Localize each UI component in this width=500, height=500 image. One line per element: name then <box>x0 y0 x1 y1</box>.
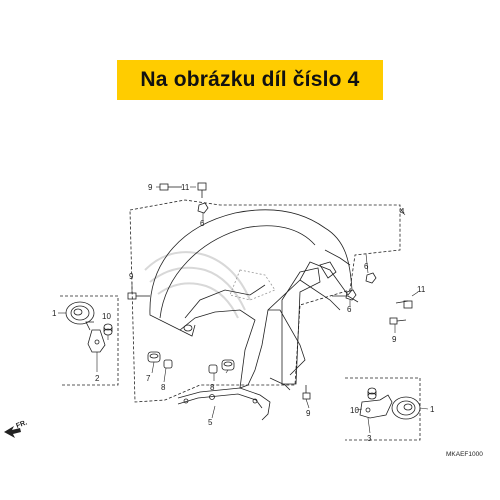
banner-text: Na obrázku díl číslo 4 <box>140 68 360 91</box>
collar-10-left <box>103 323 113 336</box>
collar-10-right <box>367 387 377 400</box>
direction-label: FR. <box>15 419 28 429</box>
callout-6-right: 6 <box>364 262 369 271</box>
right-reflector-bracket <box>359 394 393 419</box>
bolt-9-top <box>159 183 182 191</box>
callout-8-left: 8 <box>161 383 166 392</box>
assembly-outline <box>129 199 401 403</box>
front-fender <box>149 209 359 389</box>
nut-6-mid <box>345 289 357 301</box>
callout-10-left: 10 <box>102 312 111 321</box>
callout-1-right: 1 <box>430 405 435 414</box>
callout-5: 5 <box>208 418 213 427</box>
callout-2: 2 <box>95 374 100 383</box>
right-reflector <box>391 396 421 420</box>
honda-wing-watermark <box>144 251 251 319</box>
callout-10-right: 10 <box>350 406 359 415</box>
diagram-code: MKAEF1000 <box>446 451 483 458</box>
callout-11-top: 11 <box>181 183 190 192</box>
callout-11-right: 11 <box>417 285 426 294</box>
left-reflector <box>65 301 95 325</box>
collar-8-right <box>208 364 218 374</box>
callout-3: 3 <box>367 434 372 443</box>
callout-1-left: 1 <box>52 309 57 318</box>
fender-stay <box>177 267 321 421</box>
callout-9-bottom: 9 <box>306 409 311 418</box>
left-bracket-outline <box>60 295 119 386</box>
callout-9-left: 9 <box>129 272 134 281</box>
nut-6-right <box>365 272 377 284</box>
bolt-9-left <box>127 292 150 300</box>
grommet-7-left <box>147 351 161 363</box>
collar-8-left <box>163 359 173 369</box>
front-direction-indicator: FR. <box>4 419 28 438</box>
bolt-9-bottom <box>302 385 311 400</box>
callout-4: 4 <box>400 207 405 216</box>
left-reflector-bracket <box>85 321 106 353</box>
leader-lines <box>58 186 429 434</box>
bolt-9-right <box>389 317 407 325</box>
callout-8-right: 8 <box>210 383 215 392</box>
bolt-11-top <box>197 182 207 198</box>
grommet-7-right <box>221 359 235 371</box>
callout-6-top: 6 <box>200 219 205 228</box>
callout-labels: 9 11 6 4 6 6 9 1 10 2 7 8 8 5 11 9 9 10 … <box>52 183 435 443</box>
bolt-11-right <box>395 300 413 309</box>
arrow-left-icon <box>4 426 21 438</box>
callout-9-top: 9 <box>148 183 153 192</box>
nut-6-top <box>197 202 209 214</box>
callout-6-mid: 6 <box>347 305 352 314</box>
callout-7: 7 <box>146 374 151 383</box>
part-number-banner: Na obrázku díl číslo 4 <box>117 60 383 100</box>
callout-9-right: 9 <box>392 335 397 344</box>
